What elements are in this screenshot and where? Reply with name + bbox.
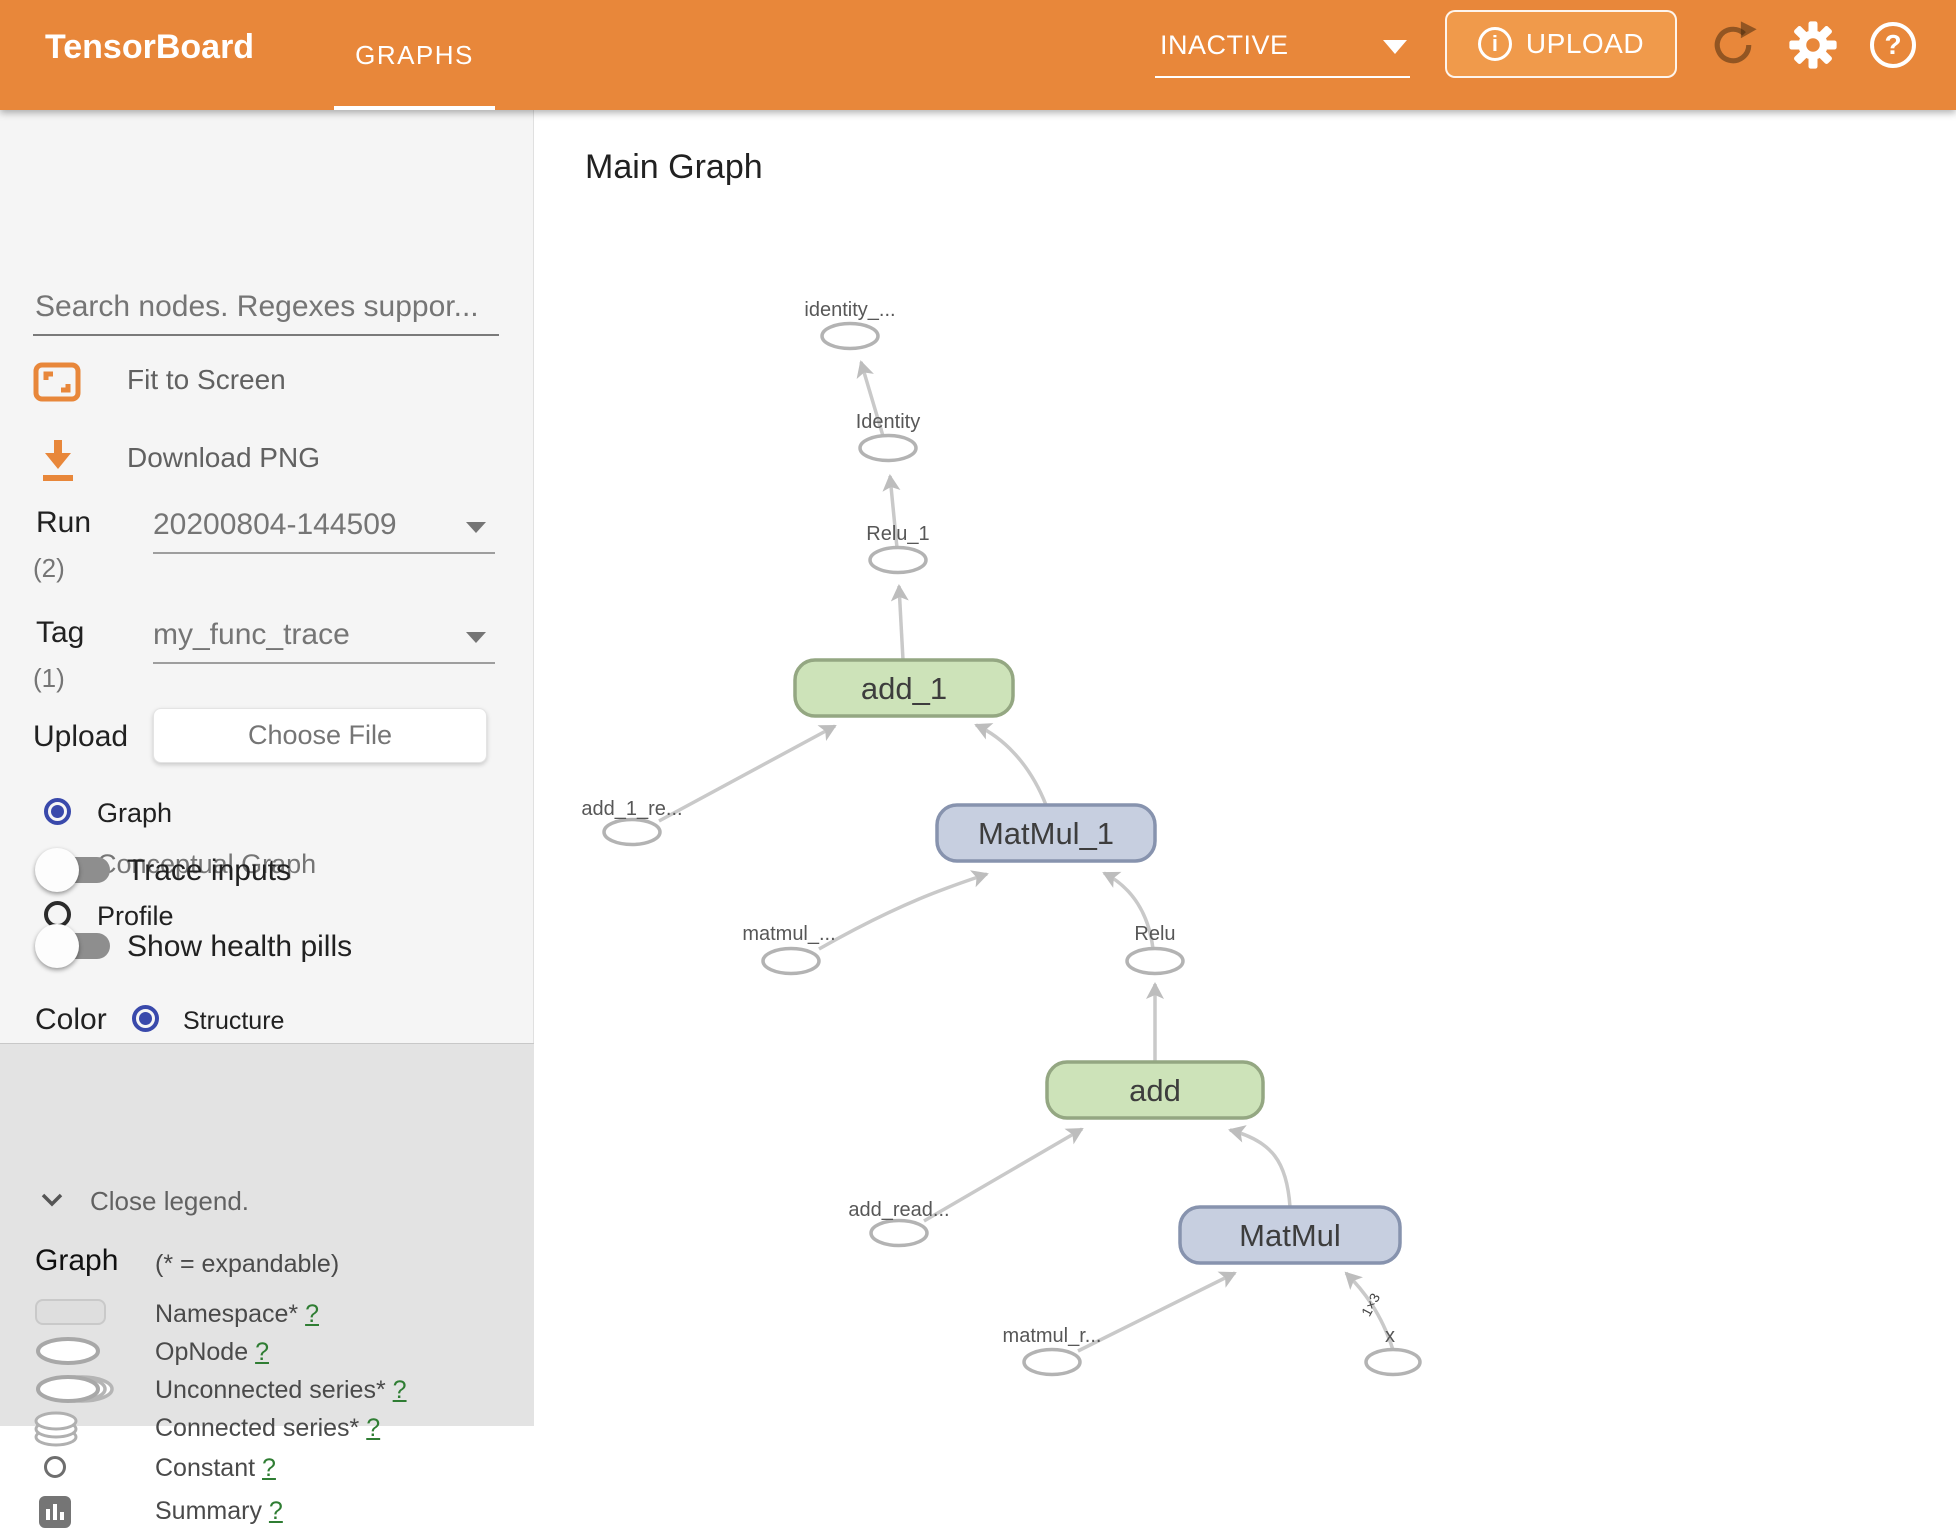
node-matmul-1[interactable]: MatMul_1 <box>935 803 1157 863</box>
svg-text:MatMul: MatMul <box>1239 1218 1341 1253</box>
status-dropdown-value: INACTIVE <box>1160 30 1289 60</box>
svg-text:x: x <box>1385 1325 1395 1347</box>
node-matmul-1-read[interactable]: matmul_... <box>742 923 836 976</box>
chevron-down-icon <box>41 1193 63 1207</box>
sidebar: Fit to Screen Download PNG Run (2) 20200… <box>0 110 534 1528</box>
close-legend-button[interactable]: Close legend. <box>35 1186 249 1217</box>
svg-text:add_1: add_1 <box>861 671 947 706</box>
connected-series-swatch <box>34 1411 78 1447</box>
node-add-read[interactable]: add_read... <box>848 1199 950 1248</box>
info-icon: i <box>1477 27 1512 61</box>
svg-text:MatMul_1: MatMul_1 <box>978 816 1114 851</box>
chevron-down-icon <box>466 632 486 643</box>
tab-active-indicator <box>334 106 495 110</box>
unconnected-series-swatch <box>36 1375 114 1403</box>
svg-text:identity_...: identity_... <box>804 299 895 321</box>
radio-graph-label: Graph <box>97 798 173 828</box>
app-title: TensorBoard <box>45 28 255 66</box>
show-health-pills-label: Show health pills <box>127 930 353 963</box>
status-dropdown[interactable]: INACTIVE <box>1155 0 1413 110</box>
radio-conceptual-graph-label: Conceptual Graph <box>97 849 317 879</box>
legend-expandable-note: (* = expandable) <box>155 1250 340 1278</box>
node-identity[interactable]: Identity <box>856 411 920 463</box>
svg-text:Relu: Relu <box>1134 923 1175 945</box>
status-dropdown-underline <box>1155 76 1410 78</box>
chevron-down-icon <box>466 522 486 533</box>
svg-text:add_1_re...: add_1_re... <box>581 798 682 820</box>
app-header: TensorBoard GRAPHS INACTIVE i UPLOAD <box>0 0 1956 110</box>
svg-text:add: add <box>1129 1073 1181 1108</box>
choose-file-button[interactable]: Choose File <box>153 708 487 763</box>
node-relu-1[interactable]: Relu_1 <box>866 523 930 575</box>
tag-label: Tag <box>36 616 85 649</box>
namespace-swatch <box>35 1299 106 1325</box>
upload-label: Upload <box>33 720 129 753</box>
graph-edges: 1×3 <box>658 360 1395 1353</box>
search-input[interactable] <box>33 280 499 336</box>
constant-swatch <box>44 1456 66 1478</box>
tag-select-value: my_func_trace <box>153 618 350 651</box>
radio-profile-label: Profile <box>97 901 174 931</box>
legend-label: OpNode ? <box>155 1338 269 1366</box>
graph-svg: 1×3 identity_... Identity Relu_1 add_1 a… <box>581 299 1422 1377</box>
download-png-label: Download PNG <box>127 442 320 473</box>
fit-to-screen-icon <box>33 362 81 402</box>
opnode-swatch <box>36 1337 100 1365</box>
node-relu[interactable]: Relu <box>1125 923 1185 976</box>
tab-graphs[interactable]: GRAPHS <box>355 39 474 70</box>
legend-label: Namespace* ? <box>155 1300 319 1328</box>
legend-label: Summary ? <box>155 1497 283 1525</box>
run-count: (2) <box>33 553 65 583</box>
legend-label: Connected series* ? <box>155 1414 381 1442</box>
help-icon[interactable]: ? <box>1870 22 1916 68</box>
node-add[interactable]: add <box>1045 1060 1265 1120</box>
node-add-1[interactable]: add_1 <box>793 658 1015 718</box>
gear-icon[interactable] <box>1786 18 1840 72</box>
tag-count: (1) <box>33 663 65 693</box>
fit-to-screen-label: Fit to Screen <box>127 364 286 395</box>
svg-text:matmul_...: matmul_... <box>742 923 835 945</box>
node-matmul[interactable]: MatMul <box>1178 1205 1402 1265</box>
upload-button[interactable]: i UPLOAD <box>1445 10 1677 78</box>
help-link[interactable]: ? <box>268 1497 283 1525</box>
color-label: Color <box>35 1003 107 1036</box>
refresh-icon[interactable] <box>1706 18 1760 72</box>
node-matmul-read[interactable]: matmul_r... <box>1003 1325 1102 1377</box>
legend-label: Constant ? <box>155 1454 276 1482</box>
radio-color-structure[interactable] <box>132 1005 159 1032</box>
help-link[interactable]: ? <box>366 1414 381 1442</box>
node-add-1-read[interactable]: add_1_re... <box>581 798 683 847</box>
node-identity-out[interactable]: identity_... <box>804 299 896 351</box>
svg-text:add_read...: add_read... <box>848 1199 949 1221</box>
choose-file-label: Choose File <box>247 720 393 750</box>
summary-swatch <box>39 1496 71 1528</box>
trace-inputs-label: Trace inputs <box>127 854 291 887</box>
svg-text:Relu_1: Relu_1 <box>866 523 929 545</box>
node-x[interactable]: x <box>1364 1325 1422 1377</box>
legend-section-title: Graph <box>35 1244 119 1277</box>
help-link[interactable]: ? <box>262 1454 276 1482</box>
run-select-value: 20200804-144509 <box>153 508 397 541</box>
main-graph-title: Main Graph <box>585 148 763 186</box>
help-link[interactable]: ? <box>392 1376 407 1404</box>
svg-text:Identity: Identity <box>856 411 920 433</box>
graph-nodes: identity_... Identity Relu_1 add_1 add_1… <box>581 299 1422 1377</box>
radio-graph[interactable] <box>44 798 71 825</box>
color-structure-label: Structure <box>183 1007 285 1035</box>
chevron-down-icon <box>1383 40 1407 54</box>
legend-panel <box>0 1043 534 1426</box>
close-legend-label: Close legend. <box>90 1186 249 1216</box>
download-icon <box>43 440 73 481</box>
svg-text:matmul_r...: matmul_r... <box>1003 1325 1102 1347</box>
upload-button-label: UPLOAD <box>1525 28 1645 59</box>
run-label: Run <box>36 506 92 539</box>
help-link[interactable]: ? <box>255 1338 269 1366</box>
help-link[interactable]: ? <box>305 1300 319 1328</box>
legend-label: Unconnected series* ? <box>155 1376 407 1404</box>
